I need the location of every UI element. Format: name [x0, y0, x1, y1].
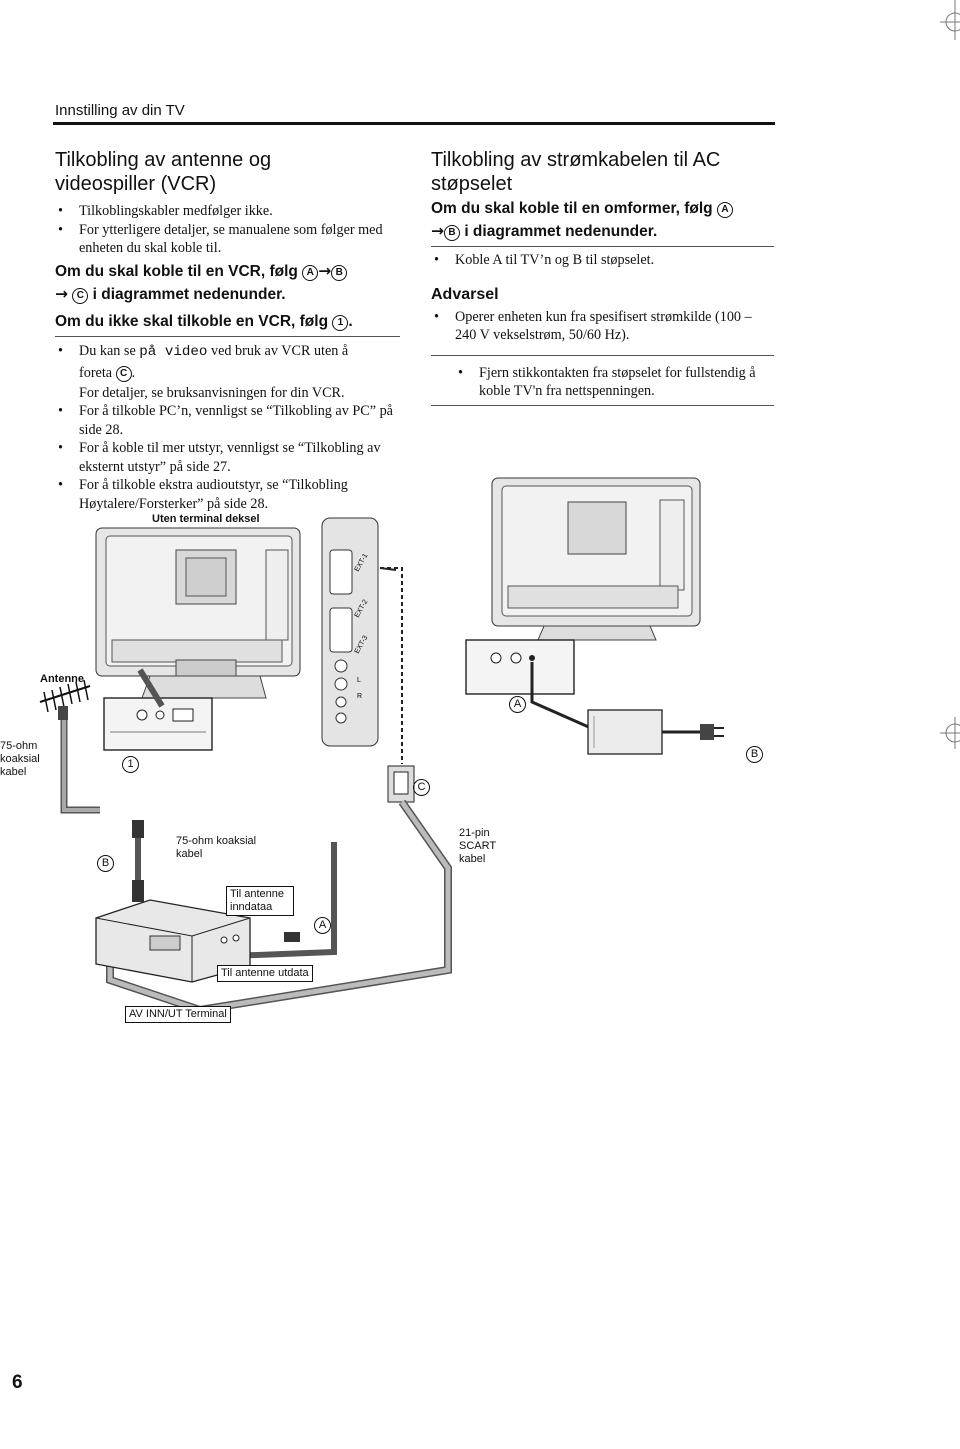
arrow-icon [379, 567, 397, 571]
coax-label: 75-ohm koaksial kabel [176, 835, 257, 860]
novcr-text: Om du ikke skal tilkoble en VCR, følg [55, 312, 329, 330]
marker-a-diagram-right: A [509, 696, 526, 713]
side-l-label: L [357, 677, 361, 684]
left-bullets-video: Du kan se på video ved bruk av VCR uten … [55, 341, 400, 384]
marker-b: B [331, 264, 348, 281]
rule [431, 404, 774, 406]
list-item: Du kan se på video ved bruk av VCR uten … [55, 341, 400, 384]
marker-c: C [115, 365, 132, 382]
left-bullets-top: Tilkoblingskabler medfølger ikke. For yt… [55, 202, 400, 258]
right-title: Tilkobling av strømkabelen til AC støpse… [431, 148, 774, 196]
crop-mark-icon [940, 717, 960, 749]
coax-plug-icon [132, 820, 144, 838]
ant-in-label: Til antenne inndataa [226, 886, 294, 916]
left-title-line2: videospiller (VCR) [55, 173, 217, 195]
power-plug-icon [700, 724, 724, 740]
marker-b: B [97, 855, 114, 872]
scart-route-dashed [380, 567, 403, 764]
novcr-instruction: Om du ikke skal tilkoble en VCR, følg 1. [55, 312, 353, 331]
marker-c: C [413, 779, 430, 796]
list-item: For ytterligere detaljer, se manualene s… [55, 221, 400, 258]
unplug-bullets: Fjern stikkontakten fra støpselet for fu… [431, 364, 774, 401]
antenna-icon [39, 679, 91, 720]
coax-plug-icon [284, 932, 300, 942]
vcr-line2: i diagrammet nedenunder. [92, 285, 286, 303]
ant-out-label: Til antenne utdata [217, 965, 313, 982]
dc-cable [530, 662, 601, 734]
vcr-instruction: Om du skal koble til en VCR, følg A→B → … [55, 260, 400, 306]
adapter-instruction: Om du skal koble til en omformer, følg A… [431, 198, 774, 243]
right-column: Tilkobling av strømkabelen til AC støpse… [431, 148, 774, 406]
coax-cable [229, 842, 337, 959]
detail-text: For detaljer, se bruksanvisningen for di… [79, 384, 345, 401]
video-text-a: Du kan se [79, 342, 136, 359]
crop-mark-icon [940, 0, 960, 40]
warning-bullets: Operer enheten kun fra spesifisert strøm… [431, 308, 774, 345]
arrow-icon: → [318, 261, 332, 280]
tv-rear-left [95, 527, 301, 699]
tv-panel-closeup-right [465, 639, 575, 695]
left-bullets-more: For å tilkoble PC’n, vennligst se “Tilko… [55, 402, 400, 513]
list-item: For å koble til mer utstyr, vennligst se… [55, 439, 400, 476]
rule [55, 335, 400, 337]
list-item: Tilkoblingskabler medfølger ikke. [55, 202, 400, 221]
adapter-bullets: Koble A til TV’n og B til støpselet. [431, 251, 774, 270]
marker-c-diagram: C [413, 779, 430, 796]
coax-cable-fill [62, 720, 100, 812]
scart-label: 21-pin SCART kabel [459, 827, 496, 865]
left-column: Tilkobling av antenne og videospiller (V… [55, 148, 400, 513]
list-item: For å tilkoble PC’n, vennligst se “Tilko… [55, 402, 400, 439]
right-title-line1: Tilkobling av strømkabelen til AC [431, 149, 721, 171]
coax-plug-icon [132, 880, 144, 902]
av-terminal-label: AV INN/UT Terminal [125, 1006, 231, 1023]
left-title-line1: Tilkobling av antenne og [55, 149, 272, 171]
vcr-line1: Om du skal koble til en VCR, følg [55, 262, 298, 280]
video-text-c: foreta [79, 364, 113, 381]
scart-cable-fill [107, 800, 451, 1013]
coax-cable [60, 720, 100, 814]
ac-adapter-icon [587, 709, 663, 755]
section-header: Innstilling av din TV [55, 102, 185, 119]
no-cover-label: Uten terminal deksel [152, 513, 260, 525]
video-mono: på video [139, 343, 208, 360]
marker-b-diagram-left: B [97, 855, 114, 872]
antenna-label: Antenne [40, 673, 84, 685]
marker-a: A [302, 264, 319, 281]
adapter-line1: Om du skal koble til en omformer, følg [431, 200, 713, 217]
marker-b: B [746, 746, 763, 763]
scart-connector-icon [387, 765, 415, 803]
marker-a-diagram-left: A [314, 917, 331, 934]
list-item: Koble A til TV’n og B til støpselet. [431, 251, 774, 270]
marker-one: 1 [332, 314, 349, 331]
rule [431, 354, 774, 356]
adapter-line2: i diagrammet nedenunder. [464, 223, 658, 240]
marker-a: A [314, 917, 331, 934]
tv-side-panel: EXT-1 EXT-2 EXT-3 L R [321, 517, 379, 747]
marker-one-diagram: 1 [122, 756, 139, 773]
right-title-line2: støpselet [431, 173, 513, 195]
tv-panel-closeup-left [103, 697, 213, 751]
marker-c: C [72, 287, 89, 304]
arrow-icon: → [431, 222, 444, 240]
rule [431, 246, 774, 247]
arrow-icon: → [55, 284, 68, 303]
connection-diagram: EXT-1 EXT-2 EXT-3 L R [39, 477, 724, 1015]
list-item: Operer enheten kun fra spesifisert strøm… [431, 308, 774, 345]
marker-b-diagram-right: B [746, 746, 763, 763]
warning-title: Advarsel [431, 285, 499, 303]
coax-left-label: 75-ohm koaksial kabel [0, 740, 40, 778]
marker-b: B [444, 225, 460, 241]
header-rule [53, 122, 775, 125]
page-number: 6 [12, 1372, 23, 1393]
list-item: Fjern stikkontakten fra støpselet for fu… [455, 364, 774, 401]
left-title: Tilkobling av antenne og videospiller (V… [55, 148, 400, 196]
marker-one: 1 [122, 756, 139, 773]
video-text-b: ved bruk av VCR uten å [210, 342, 349, 359]
side-r-label: R [357, 693, 362, 700]
marker-a: A [509, 696, 526, 713]
tv-rear-right [491, 477, 701, 641]
list-item: For å tilkoble ekstra audioutstyr, se “T… [55, 476, 400, 513]
marker-a: A [716, 202, 733, 218]
